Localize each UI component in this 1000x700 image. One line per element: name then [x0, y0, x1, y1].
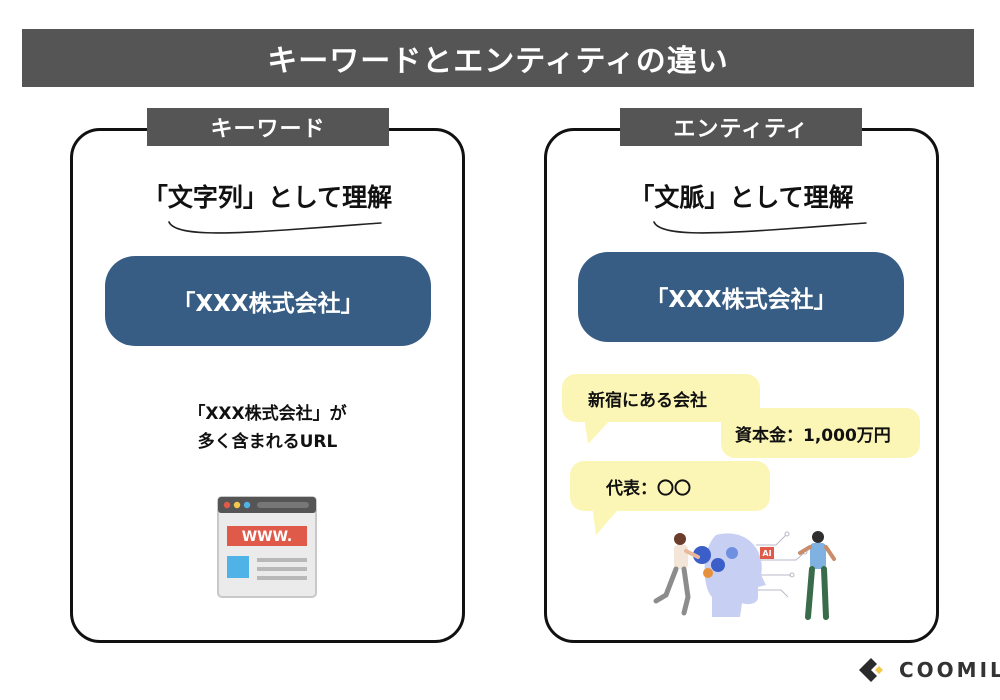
- swoosh-underline: [168, 221, 382, 234]
- ai-badge: AI: [762, 549, 771, 558]
- entity-subtitle: 「文脈」として理解: [629, 183, 854, 212]
- bubble-text: 代表：〇〇: [606, 478, 691, 499]
- bubble-tail: [584, 416, 614, 444]
- keyword-panel-label: キーワード: [147, 108, 389, 146]
- speech-bubble: 代表：〇〇: [570, 461, 770, 535]
- bubble-text: 新宿にある会社: [588, 390, 707, 411]
- swoosh-underline: [653, 221, 867, 234]
- keyword-description: 「XXX株式会社」が 多く含まれるURL: [70, 400, 465, 456]
- description-line: 「XXX株式会社」が: [188, 404, 347, 424]
- entity-company-pill: 「XXX株式会社」: [578, 252, 904, 342]
- coomil-logo-text: COOMIL: [899, 658, 1000, 682]
- speech-bubble: 資本金：1,000万円: [721, 408, 920, 458]
- ai-brain-illustration: AI: [653, 531, 836, 620]
- keyword-subtitle: 「文字列」として理解: [142, 183, 393, 212]
- coomil-logo: COOMIL: [857, 656, 1000, 684]
- bubble-tail: [592, 505, 622, 535]
- coomil-logo-icon: [859, 658, 883, 682]
- description-line: 多く含まれるURL: [197, 432, 338, 452]
- page-title: キーワードとエンティティの違い: [22, 29, 974, 87]
- browser-window-icon: WWW.: [217, 496, 317, 598]
- bubble-text: 資本金：1,000万円: [735, 425, 891, 446]
- keyword-company-pill: 「XXX株式会社」: [105, 256, 431, 346]
- www-label: WWW.: [242, 529, 293, 545]
- entity-panel-label: エンティティ: [620, 108, 862, 146]
